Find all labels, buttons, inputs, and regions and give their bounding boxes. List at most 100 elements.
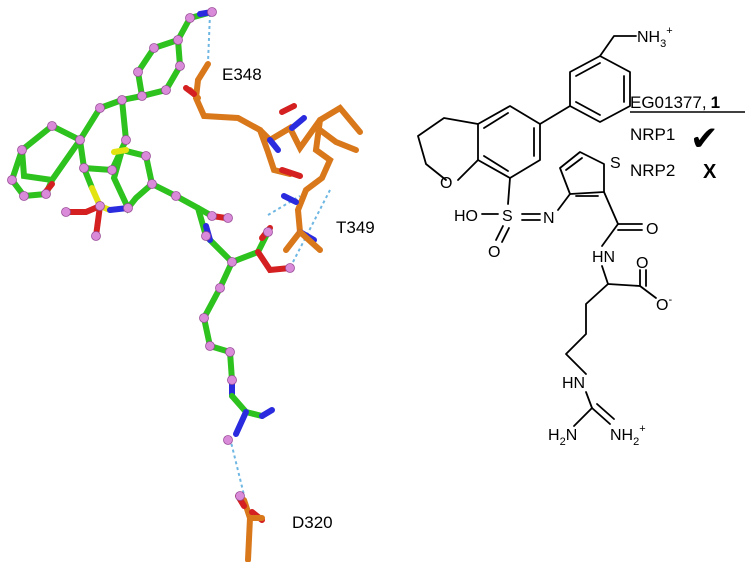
atom-marker (185, 13, 195, 23)
atom-marker (235, 491, 245, 501)
c-s-bond (507, 177, 511, 205)
protein-residues (183, 61, 363, 253)
benzo-ring (477, 105, 541, 179)
atom-markers (7, 7, 295, 501)
lig-so-b (93, 203, 103, 239)
lig-phenyl-top (134, 35, 184, 100)
d320-chain (241, 497, 254, 562)
atom-h2n: H2N (548, 427, 577, 448)
t349-n2 (281, 193, 299, 205)
atom-marker (91, 231, 101, 241)
e348-o-red (183, 85, 197, 97)
compound-name: EG01377,1 (630, 93, 720, 112)
atom-marker (207, 7, 217, 17)
n-thiophene-bond (557, 193, 571, 211)
atom-marker (215, 283, 225, 293)
guan-cn-1 (585, 391, 593, 409)
d320-residue (235, 493, 265, 562)
hbond-t349-b (292, 189, 331, 263)
phenyl-db-1 (575, 62, 601, 77)
ch2-amine (599, 35, 637, 57)
lig-furan (18, 122, 85, 184)
s-o-bond-2 (501, 227, 510, 243)
atom-s-sulf: S (502, 208, 513, 225)
atom-marker (19, 191, 29, 201)
lig-chain (200, 259, 235, 383)
thiophene-ring (559, 151, 605, 195)
lig-guan-n2 (233, 409, 249, 437)
guan-cn-3b (596, 403, 615, 420)
amide-cn (601, 223, 619, 247)
atom-marker (61, 207, 71, 217)
selectivity-target-nrp1: NRP1 (630, 125, 675, 144)
atom-marker (123, 203, 133, 213)
checkmark-icon: ✔ (690, 120, 719, 158)
n-ca-bond (601, 265, 609, 285)
atom-marker (95, 201, 105, 211)
atom-hn-guan: HN (562, 375, 585, 392)
atom-marker (79, 163, 89, 173)
atom-marker (133, 67, 143, 77)
t349-chain (283, 117, 334, 253)
atom-marker (147, 179, 157, 189)
atom-marker (47, 121, 57, 131)
atom-marker (199, 313, 209, 323)
atom-marker (161, 85, 171, 95)
cross-mark-icon: X (703, 161, 717, 183)
backbone-n-b (289, 115, 307, 131)
benzo-db-3 (483, 155, 509, 172)
atom-hn-amide: HN (592, 249, 615, 266)
atom-marker (207, 211, 217, 221)
t349-o (279, 167, 303, 179)
atom-marker (149, 43, 159, 53)
lig-amine (175, 9, 215, 43)
atom-marker (223, 213, 233, 223)
atom-marker (171, 191, 181, 201)
side-chain (565, 283, 609, 375)
atom-nh2: NH2+ (610, 423, 646, 448)
atom-marker (173, 35, 183, 45)
selectivity-panel: EG01377,1 NRP1 ✔ NRP2 X (630, 93, 745, 183)
atom-o-sulf: O (488, 244, 500, 261)
atom-marker (137, 91, 147, 101)
atom-o-carbox1: O (636, 255, 648, 272)
carbox-o2-bond (639, 285, 657, 299)
thiophene-db-1 (565, 157, 583, 171)
furan-ring-b (457, 159, 479, 181)
backbone-o-a (279, 103, 297, 115)
t349-end (297, 229, 323, 253)
atom-n-imine: N (543, 210, 555, 227)
chemical-structure: NH3+ S O HO S N O O HN O O- HN H2N NH2+ (417, 25, 673, 448)
lig-so-a (63, 203, 103, 215)
phenyl-db-3 (575, 101, 601, 116)
atom-marker (17, 145, 27, 155)
atom-marker (175, 61, 185, 71)
atom-marker (95, 103, 105, 113)
lig-amide-link (149, 181, 215, 219)
atom-marker (285, 263, 295, 273)
lig-thio-s (111, 147, 129, 155)
furan-ring-a (417, 117, 479, 181)
atom-marker (227, 257, 237, 267)
atom-marker (225, 347, 235, 357)
e348-sidechain (192, 61, 293, 177)
atom-o-furan: O (440, 175, 452, 192)
phenyl-ring-top (569, 55, 631, 123)
residue-label-e348: E348 (222, 65, 262, 84)
hbond-e348 (207, 13, 211, 63)
atom-marker (201, 231, 211, 241)
atom-o-carbox2: O- (656, 294, 672, 314)
atom-marker (117, 95, 127, 105)
guan-cn-3a (591, 407, 611, 425)
lig-guan-n3 (259, 407, 275, 419)
atom-marker (7, 175, 17, 185)
t349-side (317, 127, 359, 153)
atom-marker (121, 135, 131, 145)
benzo-db-2 (483, 112, 509, 129)
atom-marker (227, 375, 237, 385)
atom-marker (41, 189, 51, 199)
atom-marker (141, 151, 151, 161)
atom-ho: HO (454, 208, 478, 225)
